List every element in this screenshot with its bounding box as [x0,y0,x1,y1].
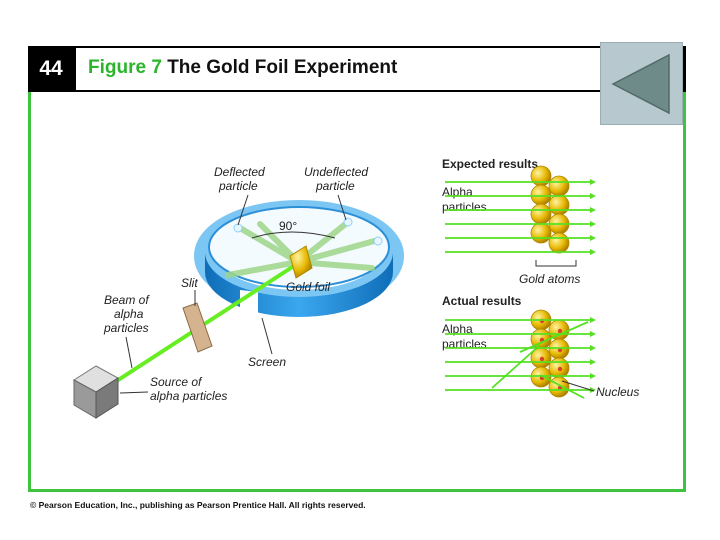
figure-title: Figure 7 The Gold Foil Experiment [88,57,397,79]
ray-arrowhead [590,249,596,255]
expected-alpha-label-2: particles [442,200,487,214]
undeflected-label-2: particle [315,179,355,193]
deflected-ray [491,344,541,389]
actual-alpha-rays [445,317,596,399]
nucleus-leader [561,380,595,392]
ray-arrowhead [590,179,596,185]
gold-foil [289,245,313,279]
deflected-ray [519,321,589,353]
nucleus-dot [539,356,545,362]
copyright-notice: © Pearson Education, Inc., publishing as… [30,500,366,510]
back-button[interactable] [600,42,683,125]
deflected-label-1: Deflected [214,165,265,179]
actual-gold-atoms [530,309,570,398]
slit-plate [182,302,213,353]
gold-atom [548,232,570,254]
ray-arrowhead [590,373,596,379]
angle-label: 90° [279,219,297,233]
source-label-1: Source of [150,375,203,389]
figure-name: The Gold Foil Experiment [167,57,398,78]
apparatus [73,194,404,419]
gold-atoms-label: Gold atoms [519,272,580,286]
ray-arrowhead [590,235,596,241]
header-title-area [76,48,682,90]
slit-label: Slit [181,276,198,290]
gold-foil-label: Gold foil [286,280,330,294]
gold-atom [548,194,570,216]
actual-results-panel: Actual results Alpha particles Nucleus [442,294,639,399]
ray-arrowhead [590,345,596,351]
ray-arrowhead [590,359,596,365]
gold-atom [530,203,552,225]
page-number: 44 [39,57,63,80]
source-cube [73,365,119,419]
ray-arrowhead [590,221,596,227]
actual-alpha-label-1: Alpha [442,322,473,336]
expected-alpha-rays [445,179,596,255]
beam-label-2: alpha [114,307,144,321]
ray-arrowhead [590,331,596,337]
ray-arrowhead [590,317,596,323]
deflected-label-2: particle [218,179,258,193]
gold-atoms-bracket [535,260,577,267]
undeflected-label-1: Undeflected [304,165,368,179]
source-label-2: alpha particles [150,389,227,403]
ray-arrowhead [590,193,596,199]
nucleus-dot [557,328,563,334]
gold-atom [548,175,570,197]
deflected-ray [539,374,585,399]
figure-number: Figure 7 [88,57,162,78]
expected-title: Expected results [442,157,538,171]
beam-label-3: particles [103,321,149,335]
ray-arrowhead [590,387,596,393]
expected-results-panel: Expected results Alpha particles Gold at… [442,157,596,286]
triangle-left-icon [611,53,670,115]
ray-arrowhead [590,207,596,213]
angle-arc [251,231,336,239]
nucleus-dot [557,366,563,372]
nucleus-label: Nucleus [596,385,639,399]
beam-label-1: Beam of [104,293,150,307]
alpha-beam [110,260,302,386]
screen-label: Screen [248,355,286,369]
gold-atom [530,165,552,187]
leader-lines [119,194,347,394]
gold-atom [530,222,552,244]
gold-atom [530,184,552,206]
actual-title: Actual results [442,294,522,308]
